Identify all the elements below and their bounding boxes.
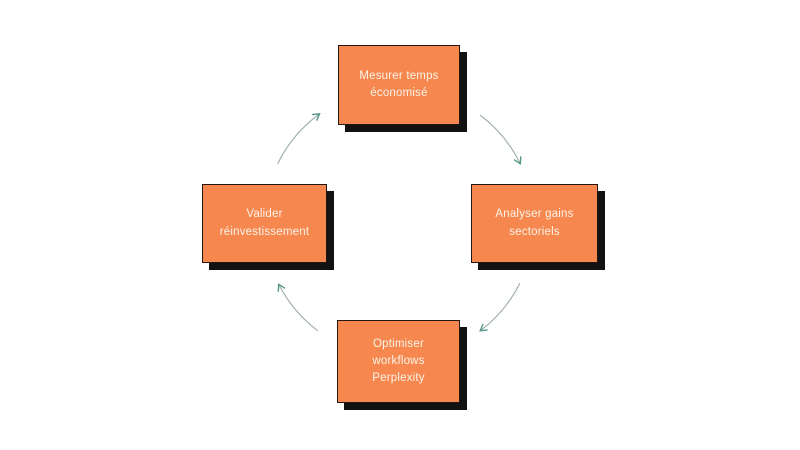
arrow-validate-to-measure	[277, 112, 321, 165]
node-valider-reinvestissement: Valider réinvestissement	[202, 184, 327, 263]
node-label: Analyser gains sectoriels	[495, 208, 574, 238]
arrow-measure-to-analyze	[479, 114, 522, 166]
node-optimiser-workflows-perplexity: Optimiser workflows Perplexity	[337, 320, 460, 403]
node-label: Optimiser workflows Perplexity	[372, 337, 425, 385]
node-analyser-gains-sectoriels: Analyser gains sectoriels	[471, 184, 598, 263]
arrow-optimize-to-validate	[277, 283, 319, 332]
node-mesurer-temps-economise: Mesurer temps économisé	[338, 45, 460, 125]
node-label: Valider réinvestissement	[219, 208, 310, 238]
arrow-analyze-to-optimize	[479, 282, 521, 332]
node-label: Mesurer temps économisé	[359, 69, 439, 99]
